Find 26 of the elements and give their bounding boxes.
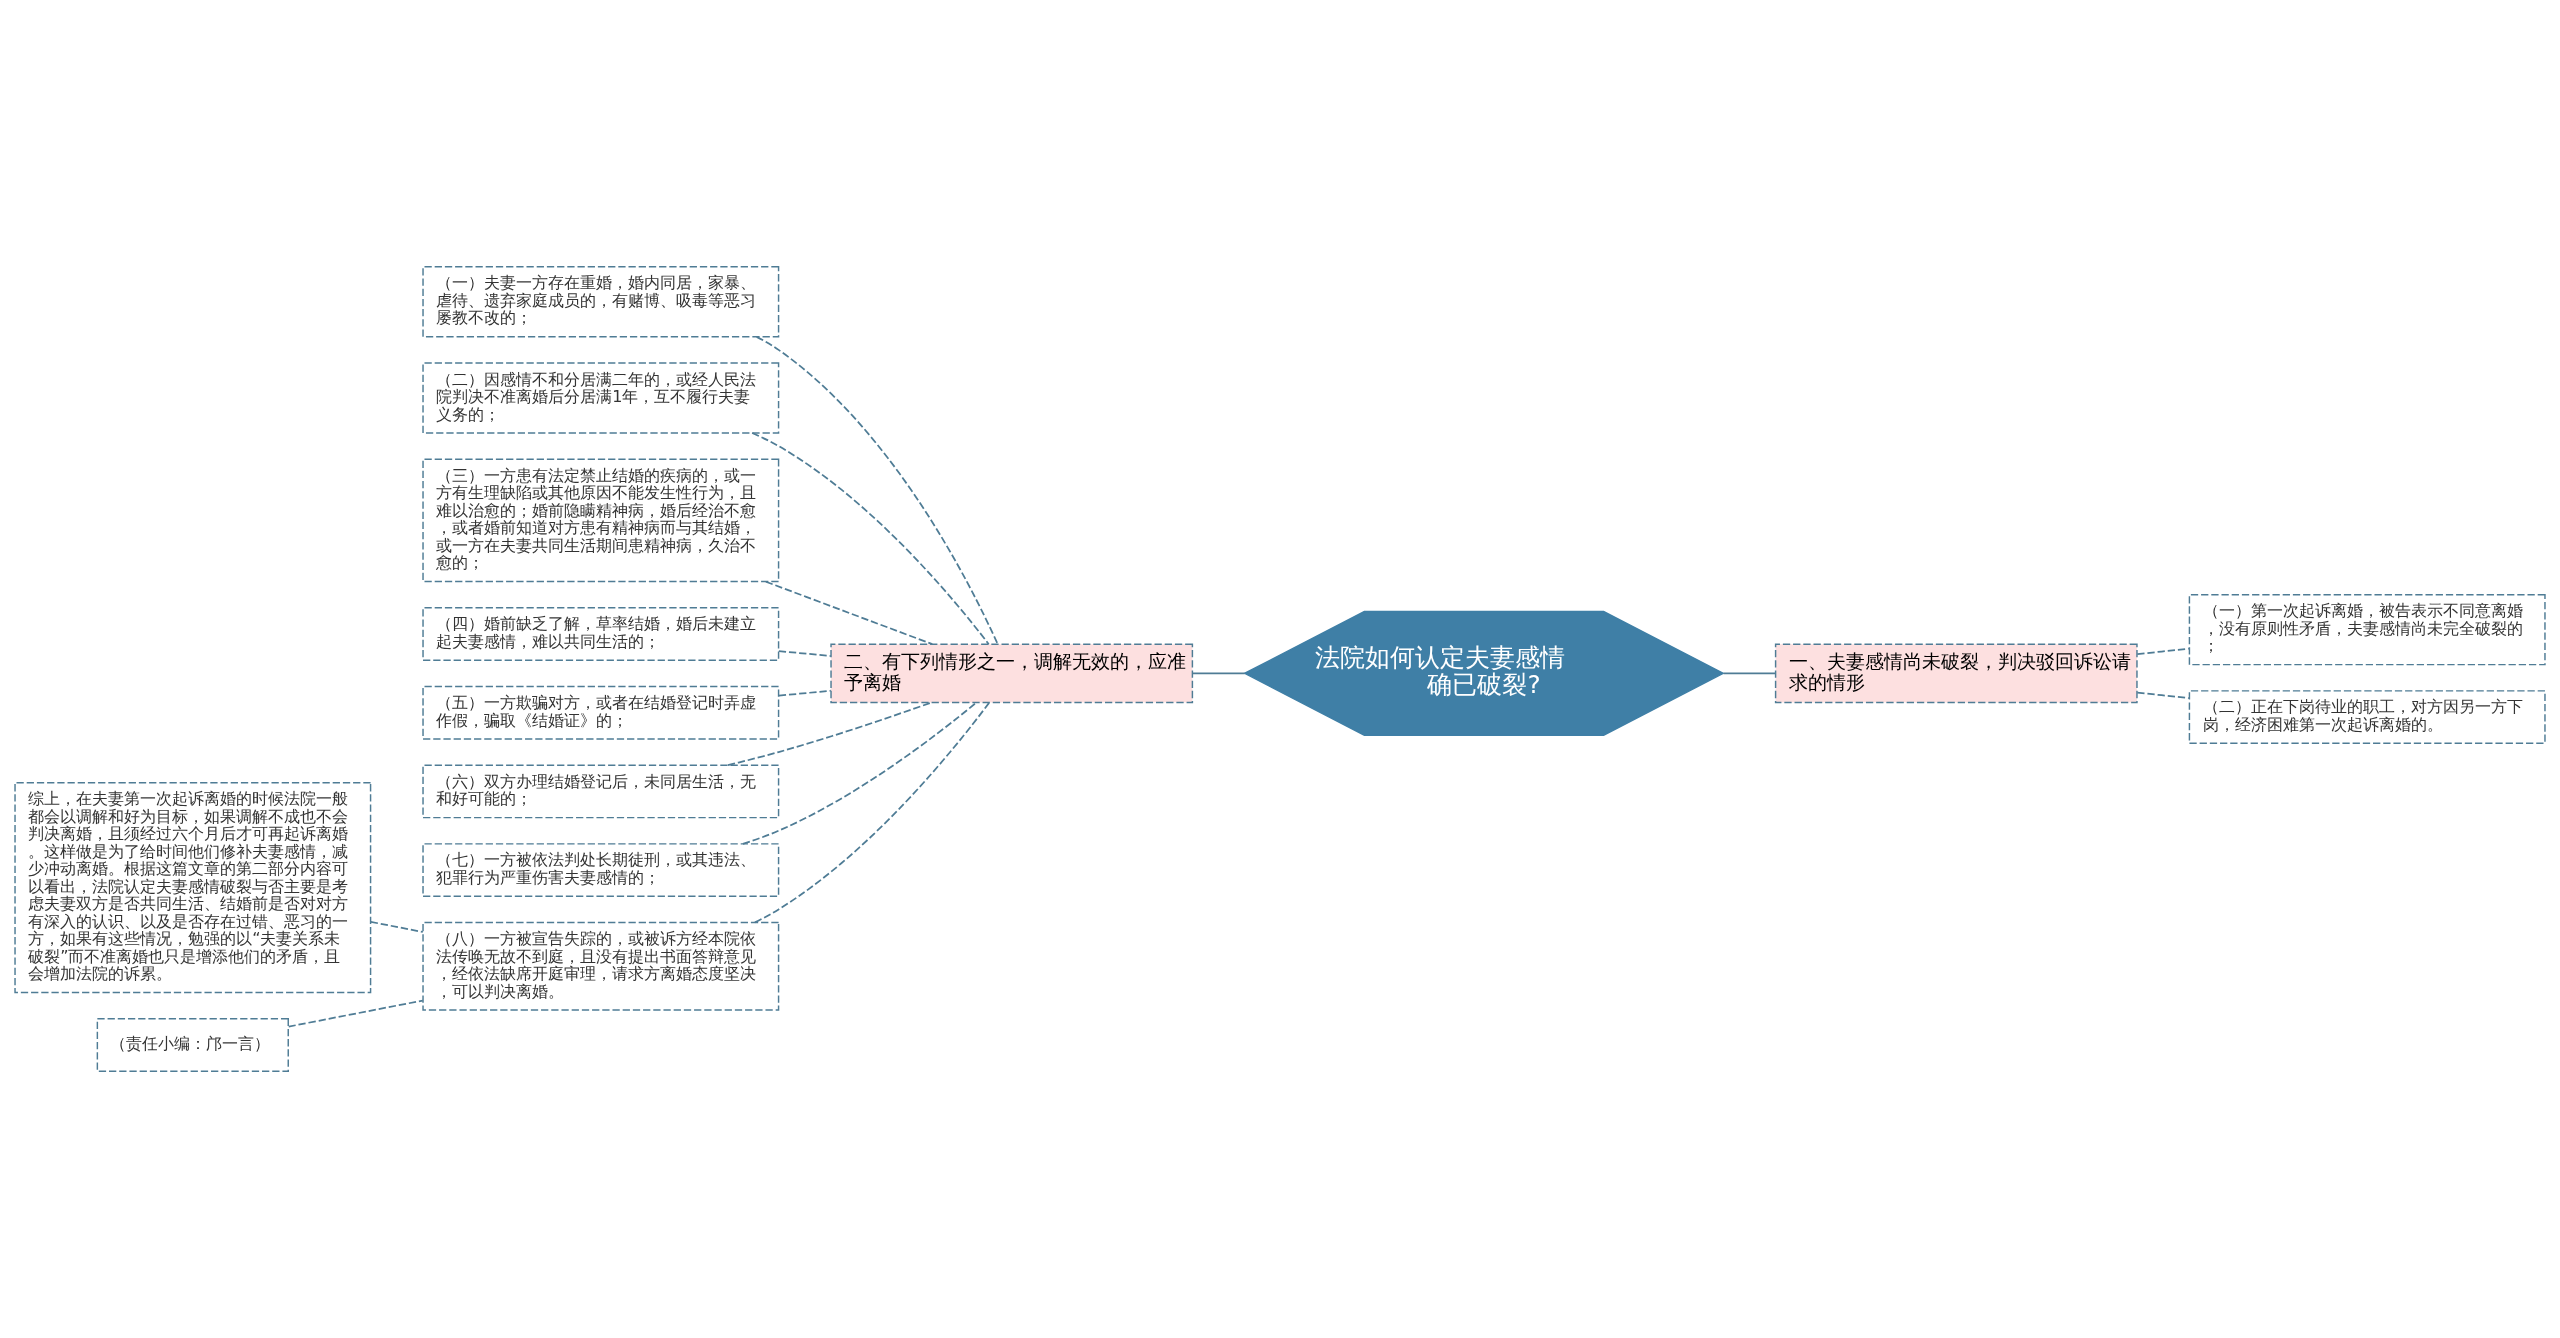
node-box: （责任小编：邝一言） — [96, 1018, 289, 1072]
node-box: （三）一方患有法定禁止结婚的疾病的，或一方有生理缺陷或其他原因不能发生性行为，且难以治愈的；婚前隐瞒精神病，婚后经治不愈，或者婚前知道对方患有精神病而与其结婚，或一方在夫妻共同生活期间患精神病，久治不愈的； — [422, 458, 780, 583]
node-box: （五）一方欺骗对方，或者在结婚登记时弄虚作假，骗取《结婚证》的； — [422, 685, 780, 740]
node-box: （二）因感情不和分居满二年的，或经人民法院判决不准离婚后分居满1年，互不履行夫妻义务的； — [422, 362, 780, 434]
connector — [755, 336, 999, 645]
node-box: 二、有下列情形之一，调解无效的，应准予离婚 — [830, 643, 1194, 704]
connector — [754, 702, 990, 924]
node-box: （八）一方被宣告失踪的，或被诉方经本院依法传唤无故不到庭，且没有提出书面答辩意见，经依法缺席开庭审理，请求方离婚态度坚决，可以判决离婚。 — [422, 921, 780, 1011]
node-box: （四）婚前缺乏了解，草率结婚，婚后未建立起夫妻感情，难以共同生活的； — [422, 607, 780, 661]
connector — [764, 580, 934, 645]
connector — [1191, 672, 1246, 675]
node-box: （七）一方被依法判处长期徒刑，或其违法、犯罪行为严重伤害夫妻感情的； — [422, 843, 780, 898]
node-box: （一）第一次起诉离婚，被告表示不同意离婚，没有原则性矛盾，夫妻感情尚未完全破裂的； — [2188, 593, 2546, 666]
connector — [369, 921, 424, 933]
connector — [287, 999, 424, 1028]
connector — [777, 650, 832, 657]
connector — [2136, 691, 2190, 699]
connector — [777, 689, 832, 697]
node-box: （二）正在下岗待业的职工，对方因另一方下岗，经济困难第一次起诉离婚的。 — [2188, 690, 2546, 745]
connector — [2136, 647, 2190, 655]
node-box: （一）夫妻一方存在重婚，婚内同居，家暴、虐待、遗弃家庭成员的，有赌博、吸毒等恶习屡教不改的； — [422, 266, 780, 338]
node-box: 综上，在夫妻第一次起诉离婚的时候法院一般都会以调解和好为目标，如果调解不成也不会判决离婚，且须经过六个月后才可再起诉离婚。这样做是为了给时间他们修补夫妻感情，减少冲动离婚。根据这篇文章的第二部分内容可以看出，法院认定夫妻感情破裂与否主要是考虑夫妻双方是否共同生活、结婚前是否对对方有深入的认识、以及是否存在过错、恶习的一方，如果有这些情况，勉强的以“夫妻关系未破裂”而不准离婚也只是增添他们的矛盾，且会增加法院的诉累。 — [14, 781, 372, 994]
connector — [727, 701, 932, 766]
node-box: （六）双方办理结婚登记后，未同居生活，无和好可能的； — [422, 764, 780, 819]
node-box: 一、夫妻感情尚未破裂，判决驳回诉讼请求的情形 — [1774, 643, 2138, 704]
connector — [1722, 672, 1777, 675]
